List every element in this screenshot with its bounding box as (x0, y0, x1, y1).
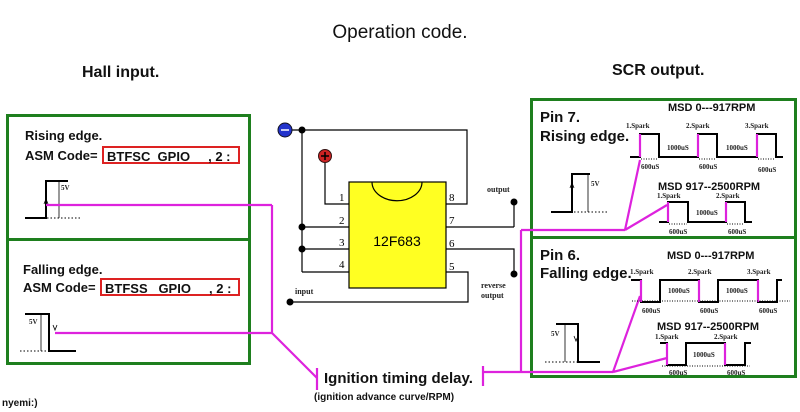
falling-edge-panel (6, 238, 251, 365)
pin6-msd-high-waveform (660, 342, 751, 367)
pin6-high-spark2: 2.Spark (714, 333, 738, 341)
pin7-msd-high-title: MSD 917--2500RPM (658, 181, 761, 193)
pin7-edge-label: Rising edge. (540, 128, 630, 145)
pin7-rising-waveform (551, 173, 609, 213)
minus-terminal-icon (277, 122, 293, 138)
page-title: Operation code. (332, 22, 468, 43)
timing-wire-left (46, 203, 319, 390)
pin-7: 7 (449, 215, 455, 227)
pin7-msd-low-title: MSD 0---917RPM (668, 102, 756, 114)
asm-code-rising: BTFSC GPIO , 2 : (102, 146, 240, 164)
pin6-low-spark3: 3.Spark (747, 268, 771, 276)
pin7-low-pulse2: 600uS (699, 163, 717, 171)
pin6-low-pulse1: 600uS (642, 307, 660, 315)
rising-edge-waveform (25, 180, 80, 219)
chip-body (348, 181, 447, 289)
pin6-high-spark1: 1.Spark (655, 333, 679, 341)
pin-1: 1 (339, 192, 345, 204)
asm-code-falling: BTFSS GPIO , 2 : (100, 278, 240, 296)
chip-name: 12F683 (373, 233, 421, 249)
pin-3: 3 (339, 237, 345, 249)
pin7-low-spark3: 3.Spark (745, 122, 769, 130)
rising-5v-label: 5V (61, 184, 70, 192)
pin6-high-pulse1: 600uS (669, 369, 687, 377)
output-label: output (487, 185, 510, 194)
pin7-high-spark2: 2.Spark (716, 192, 740, 200)
pin7-low-pulse1: 600uS (641, 163, 659, 171)
input-label: input (295, 287, 314, 296)
pin6-edge-label: Falling edge. (540, 265, 632, 282)
pin6-low-spark1: 1.Spark (630, 268, 654, 276)
chip-notch (371, 181, 423, 202)
plus-terminal-icon (318, 149, 332, 163)
falling-5v-label: 5V (29, 318, 38, 326)
falling-edge-label: Falling edge. (23, 262, 103, 277)
pin-6: 6 (449, 238, 455, 250)
pin7-low-spark2: 2.Spark (686, 122, 710, 130)
pin6-msd-low-waveform (631, 279, 790, 303)
reverse-output-label: reverse (481, 281, 506, 290)
pin6-falling-waveform (545, 323, 600, 363)
pin-4: 4 (339, 259, 345, 271)
pin-5: 5 (449, 261, 455, 273)
delay-sublabel: (ignition advance curve/RPM) (314, 392, 455, 403)
pin6-low-spark2: 2.Spark (688, 268, 712, 276)
pin6-label: Pin 6. (540, 247, 581, 264)
timing-wire-right (481, 159, 668, 386)
pin7-high-gap: 1000uS (696, 209, 718, 217)
pin7-low-spark1: 1.Spark (626, 122, 650, 130)
scr-output-heading: SCR output. (612, 62, 705, 79)
pin7-label: Pin 7. (540, 109, 581, 126)
pin6-panel (530, 236, 797, 378)
chip-junctions (286, 126, 518, 306)
pin7-low-pulse3: 600uS (758, 166, 776, 174)
pin7-high-pulse1: 600uS (669, 228, 687, 236)
pin6-low-gap2: 1000uS (726, 287, 748, 295)
pin6-5v-label: 5V (551, 330, 560, 338)
delay-label: Ignition timing delay. (324, 370, 473, 387)
pin7-high-spark1: 1.Spark (657, 192, 681, 200)
pin-8: 8 (449, 192, 455, 204)
signature: nyemi:) (2, 398, 38, 409)
rising-edge-label: Rising edge. (25, 128, 103, 143)
falling-edge-waveform (20, 313, 76, 352)
pin7-low-gap1: 1000uS (667, 144, 689, 152)
pin7-low-gap2: 1000uS (726, 144, 748, 152)
reverse-output-label-2: output (481, 291, 504, 300)
pin6-low-pulse3: 600uS (759, 307, 777, 315)
hall-input-heading: Hall input. (82, 64, 160, 81)
pin6-low-gap1: 1000uS (668, 287, 690, 295)
pin6-msd-low-title: MSD 0---917RPM (667, 250, 755, 262)
pin6-low-pulse2: 600uS (700, 307, 718, 315)
pin6-high-gap: 1000uS (693, 351, 715, 359)
pin6-high-pulse2: 600uS (727, 369, 745, 377)
pin7-5v-label: 5V (591, 180, 600, 188)
pin-2: 2 (339, 215, 345, 227)
pin7-msd-low-waveform (630, 133, 783, 160)
pin7-msd-high-waveform (659, 201, 752, 225)
pin6-msd-high-title: MSD 917--2500RPM (657, 321, 760, 333)
asm-code-label: ASM Code= (23, 280, 96, 295)
asm-code-label: ASM Code= (25, 148, 98, 163)
pin7-high-pulse2: 600uS (728, 228, 746, 236)
